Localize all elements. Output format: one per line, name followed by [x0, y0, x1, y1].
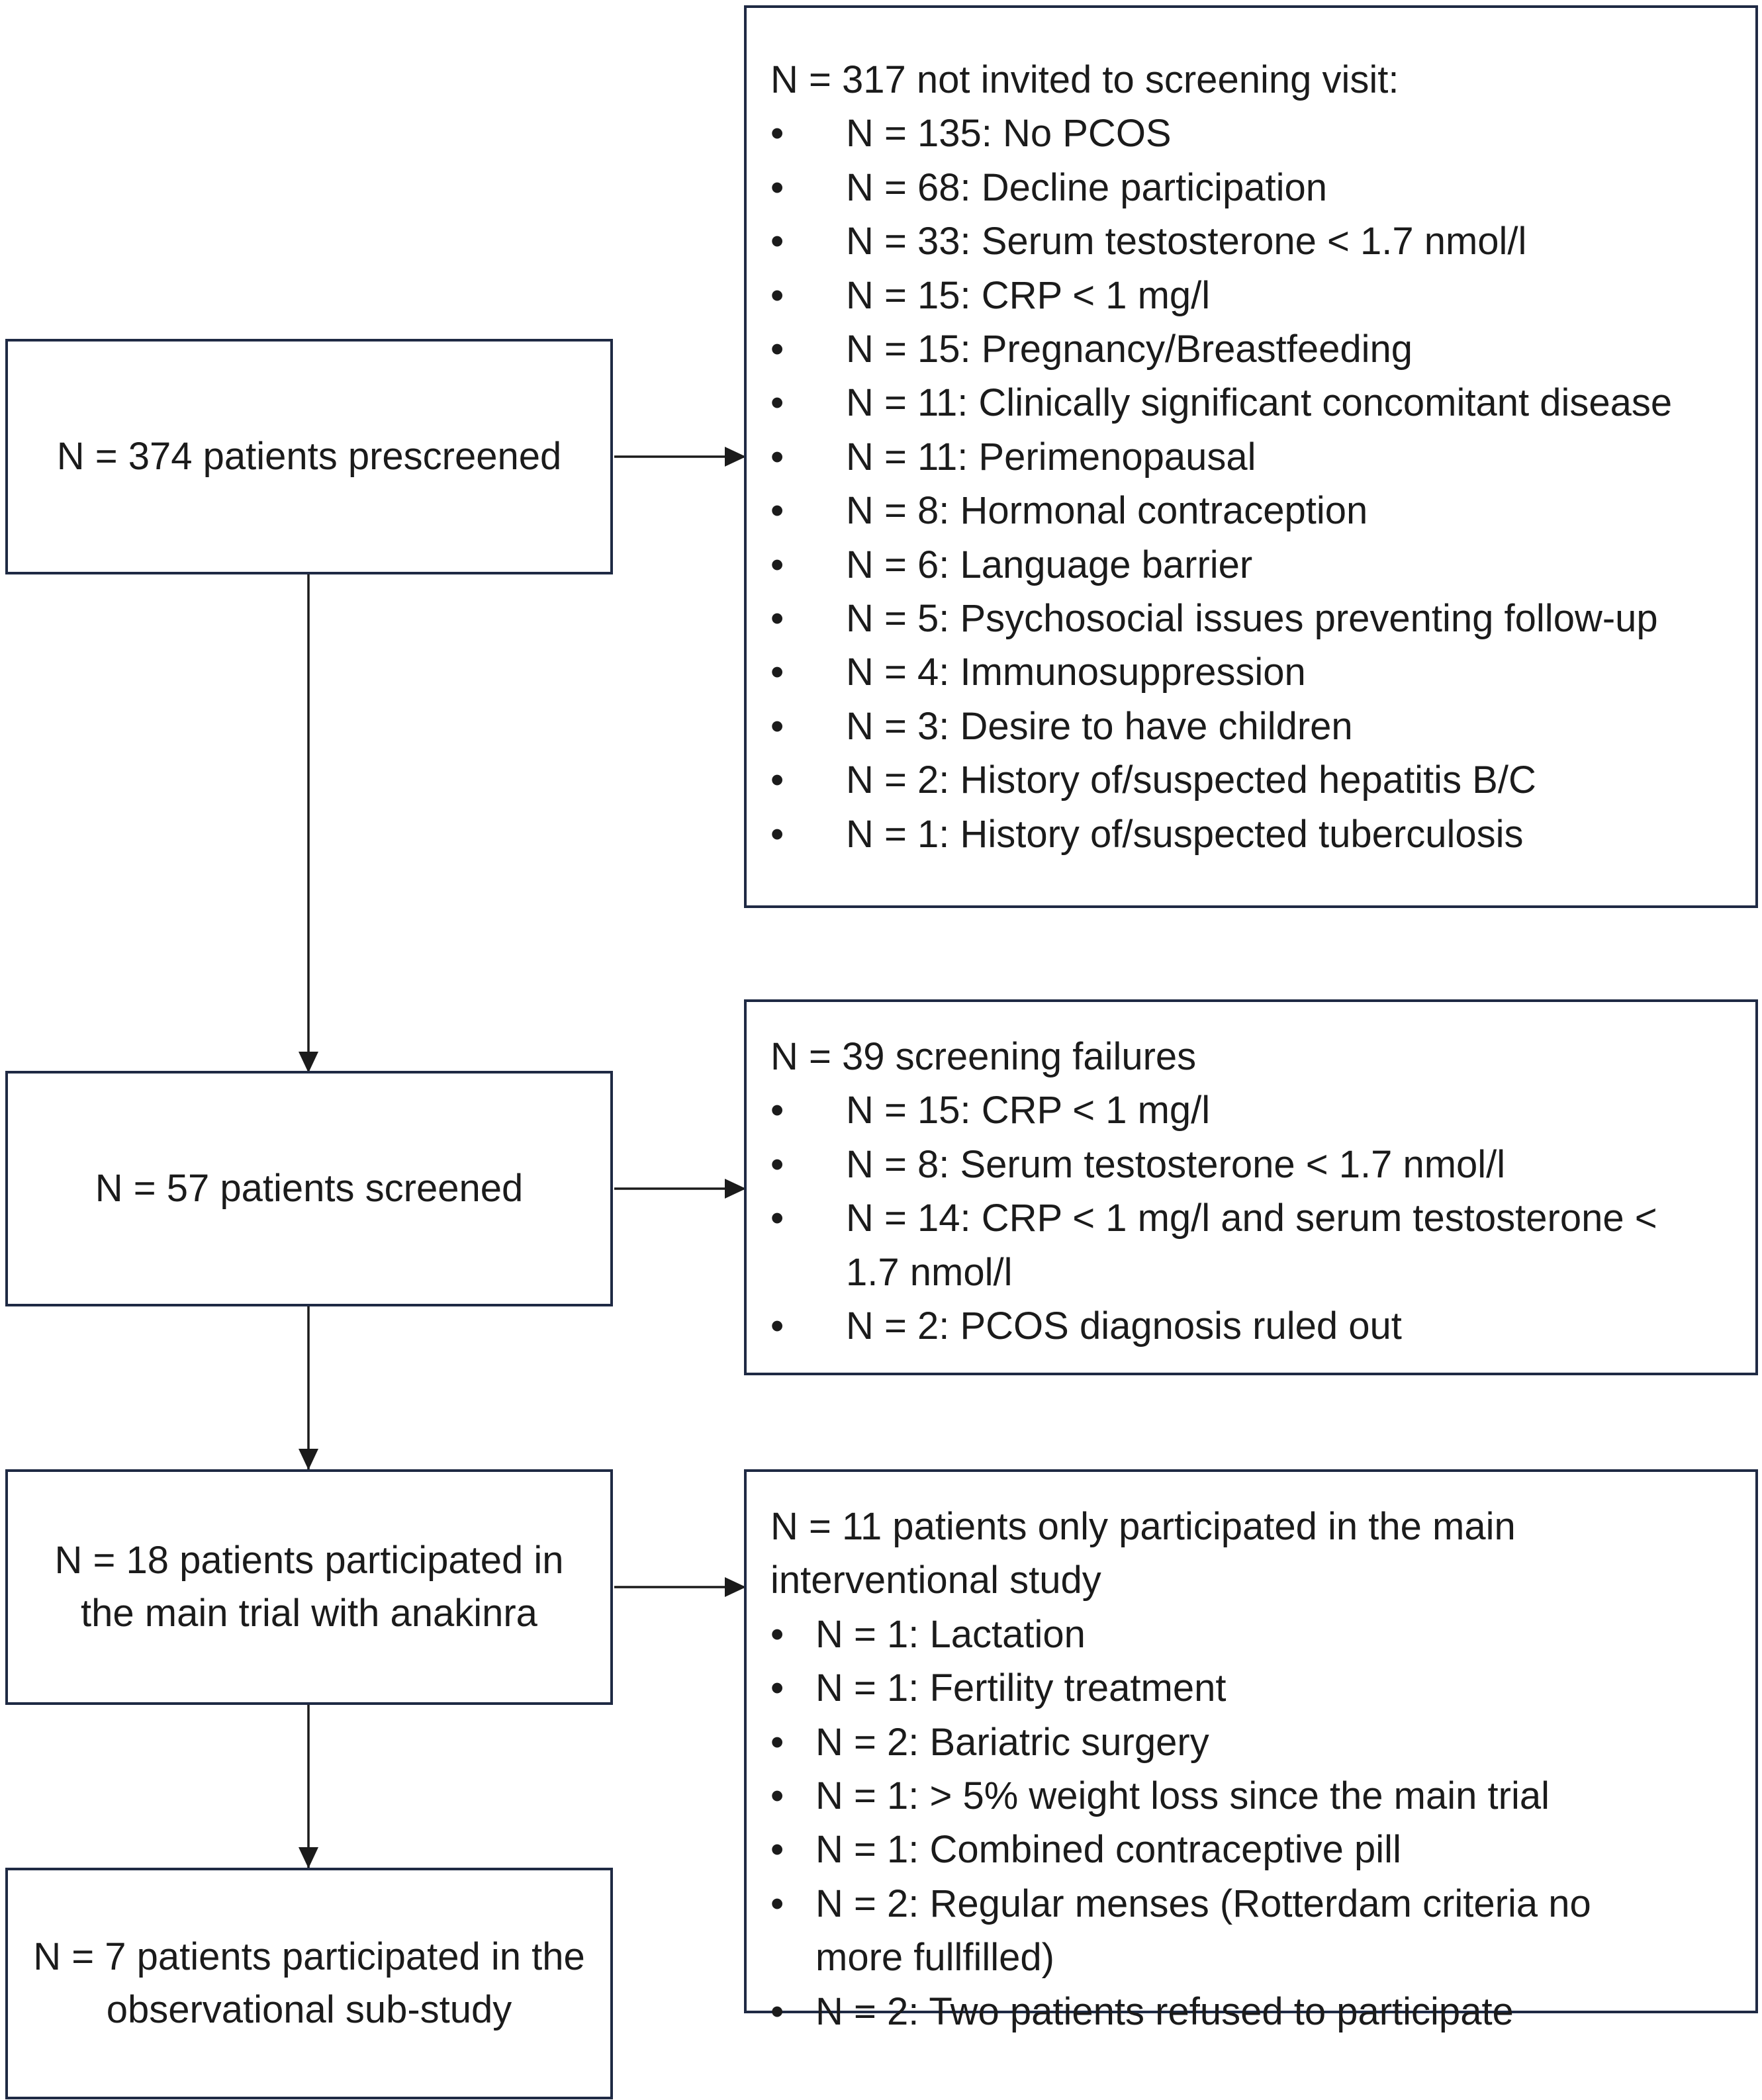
- exclusion-screening-failures-list: •N = 15: CRP < 1 mg/l •N = 8: Serum test…: [770, 1083, 1742, 1353]
- list-item: •N = 2: Regular menses (Rotterdam criter…: [770, 1877, 1742, 1985]
- exclusion-not-invited-heading: N = 317 not invited to screening visit:: [770, 58, 1399, 101]
- stage-sub-study-box: N = 7 patients participated in the obser…: [5, 1868, 613, 2099]
- list-item: •N = 2: PCOS diagnosis ruled out: [770, 1299, 1742, 1353]
- exclusion-not-invited-list: •N = 135: No PCOS •N = 68: Decline parti…: [770, 107, 1742, 861]
- bullet-icon: •: [770, 758, 784, 802]
- list-item: •N = 1: Combined contraceptive pill: [770, 1823, 1742, 1876]
- bullet-icon: •: [770, 328, 784, 371]
- list-item: •N = 2: Bariatric surgery: [770, 1715, 1742, 1769]
- bullet-icon: •: [770, 1666, 784, 1710]
- list-item: •N = 5: Psychosocial issues preventing f…: [770, 592, 1742, 645]
- exclusion-screening-failures-box: N = 39 screening failures •N = 15: CRP <…: [744, 999, 1758, 1375]
- stage-main-trial-text: N = 18 patients participated in the main…: [54, 1539, 564, 1635]
- bullet-icon: •: [770, 1612, 784, 1656]
- list-item: •N = 11: Perimenopausal: [770, 430, 1742, 484]
- bullet-icon: •: [770, 1828, 784, 1872]
- list-item: •N = 1: History of/suspected tuberculosi…: [770, 807, 1742, 861]
- list-item: •N = 15: CRP < 1 mg/l: [770, 269, 1742, 322]
- bullet-icon: •: [770, 273, 784, 317]
- exclusion-only-main-study-list: •N = 1: Lactation •N = 1: Fertility trea…: [770, 1608, 1742, 2038]
- bullet-icon: •: [770, 165, 784, 209]
- list-item: •N = 15: Pregnancy/Breastfeeding: [770, 322, 1742, 376]
- list-item: •N = 4: Immunosuppression: [770, 645, 1742, 699]
- list-item: •N = 68: Decline participation: [770, 161, 1742, 214]
- bullet-icon: •: [770, 381, 784, 425]
- list-item: •N = 135: No PCOS: [770, 107, 1742, 160]
- list-item: •N = 1: Fertility treatment: [770, 1661, 1742, 1715]
- bullet-icon: •: [770, 812, 784, 856]
- list-item: •N = 1: Lactation: [770, 1608, 1742, 1661]
- bullet-icon: •: [770, 1774, 784, 1818]
- exclusion-only-main-study-box: N = 11 patients only participated in the…: [744, 1469, 1758, 2033]
- stage-screened-box: N = 57 patients screened: [5, 1071, 613, 1306]
- exclusion-screening-failures-heading: N = 39 screening failures: [770, 1035, 1197, 1078]
- bullet-icon: •: [770, 112, 784, 156]
- bullet-icon: •: [770, 704, 784, 748]
- list-item: •N = 3: Desire to have children: [770, 700, 1742, 753]
- bullet-icon: •: [770, 1304, 784, 1348]
- list-item: •N = 15: CRP < 1 mg/l: [770, 1083, 1742, 1137]
- bullet-icon: •: [770, 597, 784, 641]
- bullet-icon: •: [770, 1989, 784, 2033]
- bullet-icon: •: [770, 1089, 784, 1132]
- bullet-icon: •: [770, 220, 784, 263]
- stage-sub-study-text: N = 7 patients participated in the obser…: [33, 1935, 585, 2031]
- bullet-icon: •: [770, 1197, 784, 1240]
- bullet-icon: •: [770, 543, 784, 586]
- stage-main-trial-box: N = 18 patients participated in the main…: [5, 1469, 613, 1705]
- bullet-icon: •: [770, 489, 784, 533]
- list-item: •N = 14: CRP < 1 mg/l and serum testoste…: [770, 1191, 1742, 1299]
- bullet-icon: •: [770, 435, 784, 479]
- exclusion-only-main-study-heading: N = 11 patients only participated in the…: [770, 1505, 1516, 1602]
- list-item: •N = 11: Clinically significant concomit…: [770, 376, 1742, 430]
- list-item: •N = 33: Serum testosterone < 1.7 nmol/l: [770, 214, 1742, 268]
- stage-prescreened-text: N = 374 patients prescreened: [56, 435, 562, 478]
- bullet-icon: •: [770, 1720, 784, 1764]
- bullet-icon: •: [770, 651, 784, 694]
- list-item: •N = 2: History of/suspected hepatitis B…: [770, 753, 1742, 807]
- bullet-icon: •: [770, 1882, 784, 1925]
- list-item: •N = 2: Two patients refused to particip…: [770, 1985, 1742, 2038]
- list-item: •N = 6: Language barrier: [770, 538, 1742, 592]
- list-item: •N = 1: > 5% weight loss since the main …: [770, 1769, 1742, 1823]
- stage-prescreened-box: N = 374 patients prescreened: [5, 339, 613, 574]
- stage-screened-text: N = 57 patients screened: [95, 1167, 524, 1210]
- exclusion-not-invited-box: N = 317 not invited to screening visit: …: [744, 5, 1758, 908]
- list-item: •N = 8: Hormonal contraception: [770, 484, 1742, 537]
- list-item: •N = 8: Serum testosterone < 1.7 nmol/l: [770, 1138, 1742, 1191]
- bullet-icon: •: [770, 1142, 784, 1186]
